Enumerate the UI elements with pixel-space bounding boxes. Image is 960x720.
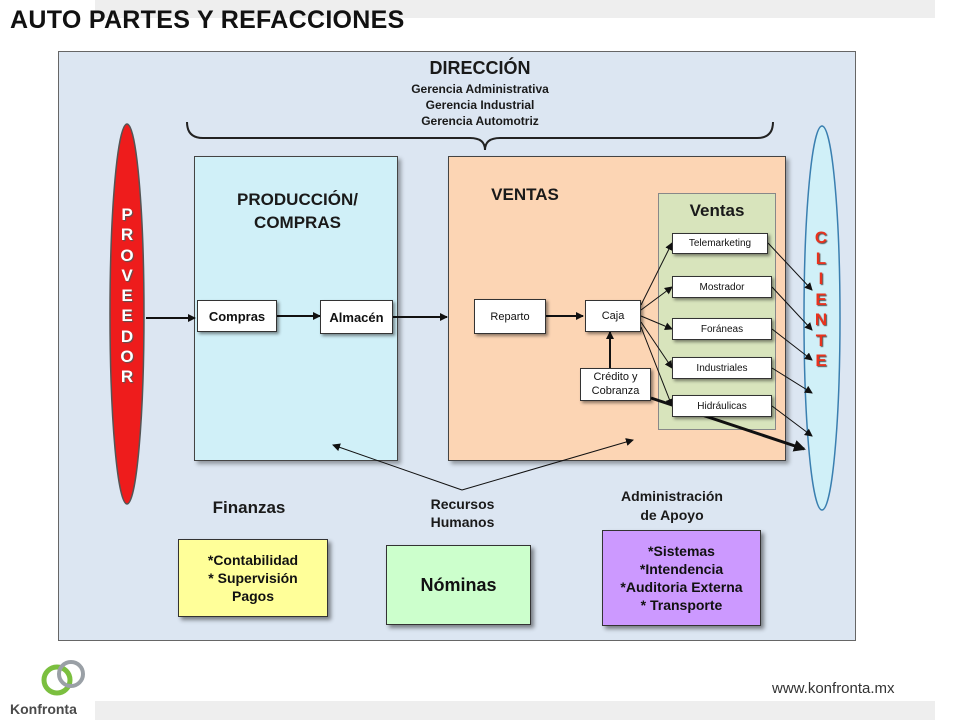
arrow-caja-channel	[640, 326, 674, 407]
ventas-subpanel	[658, 193, 776, 430]
proveedor-letter: O	[120, 245, 134, 265]
cliente-letter: L	[815, 248, 827, 268]
direccion-line: Gerencia Industrial	[425, 98, 535, 112]
finanzas-line: * Supervisión	[208, 569, 298, 586]
finanzas-box: *Contabilidad * Supervisión Pagos	[178, 539, 328, 617]
channel-industriales: Industriales	[672, 357, 772, 379]
page-title: AUTO PARTES Y REFACCIONES	[10, 6, 405, 34]
reparto-box: Reparto	[474, 299, 546, 334]
arrow-caja-channel	[640, 286, 673, 311]
cliente-letter: E	[815, 289, 827, 309]
caja-box: Caja	[585, 300, 641, 332]
arrow-channel-cliente	[771, 286, 813, 331]
arrow-rrhh-ventas	[461, 438, 634, 491]
cliente-letter: T	[815, 330, 827, 350]
proveedor-letter: P	[121, 205, 133, 224]
almacen-box: Almacén	[320, 300, 393, 334]
direccion-brace	[186, 121, 774, 151]
direccion-title: DIRECCIÓN	[429, 58, 531, 78]
proveedor-letter: V	[121, 265, 133, 285]
direccion-line: Gerencia Administrativa	[411, 82, 549, 96]
channel-hidraulicas: Hidráulicas	[672, 395, 772, 417]
apoyo-line: * Transporte	[640, 597, 723, 614]
arrow-channel-cliente	[771, 328, 813, 361]
rrhh-label: Recursos	[430, 496, 495, 512]
finanzas-line: *Contabilidad	[207, 551, 299, 568]
arrow-caja-channel	[640, 242, 673, 306]
channel-telemarketing: Telemarketing	[672, 233, 768, 254]
apoyo-title: Administración	[621, 488, 723, 504]
proveedor-letter: R	[120, 225, 134, 245]
arrow-rrhh-produccion	[332, 443, 463, 491]
proveedor-letter: E	[121, 306, 133, 326]
apoyo-line: *Sistemas	[648, 542, 715, 559]
produccion-title: COMPRAS	[254, 213, 341, 232]
credito-cobranza-box: Crédito y Cobranza	[580, 368, 651, 401]
produccion-title: PRODUCCIÓN/	[237, 190, 358, 209]
cliente-letter: C	[814, 228, 828, 247]
konfronta-logo-text: Konfronta	[10, 701, 77, 717]
arrow-caja-channel	[640, 321, 673, 369]
proveedor-letter: O	[120, 347, 134, 367]
cliente-ellipse	[803, 125, 841, 511]
top-bar	[95, 0, 935, 18]
apoyo-line: *Intendencia	[639, 560, 724, 577]
apoyo-title: de Apoyo	[640, 507, 704, 523]
bottom-bar	[95, 701, 935, 720]
cliente-letter: E	[815, 351, 827, 370]
proveedor-letters: P R O V E E D O R	[112, 205, 142, 388]
arrow-caja-channel	[640, 315, 673, 330]
apoyo-line: *Auditoria Externa	[620, 579, 743, 595]
channel-mostrador: Mostrador	[672, 276, 772, 298]
channel-foraneas: Foráneas	[672, 318, 772, 340]
direccion-line: Gerencia Automotriz	[421, 114, 539, 128]
cliente-letter: I	[818, 269, 824, 288]
arrow-channel-cliente	[771, 405, 813, 437]
footer-url[interactable]: www.konfronta.mx	[772, 680, 895, 697]
arrow-channel-cliente	[767, 242, 813, 291]
arrow-channel-cliente	[771, 367, 813, 394]
proveedor-letter: D	[120, 326, 134, 346]
ventas-title: VENTAS	[491, 185, 559, 204]
nominas-box: Nóminas	[386, 545, 531, 625]
proveedor-letter: E	[121, 286, 133, 306]
proveedor-letter: R	[120, 367, 134, 387]
ventas-subpanel-title: Ventas	[689, 201, 745, 220]
credito-label: Crédito y	[593, 371, 638, 384]
finanzas-title: Finanzas	[212, 498, 286, 517]
finanzas-line: Pagos	[231, 588, 274, 605]
apoyo-box: *Sistemas *Intendencia *Auditoria Extern…	[602, 530, 761, 626]
proveedor-ellipse	[109, 123, 145, 505]
rrhh-label: Humanos	[430, 514, 495, 530]
cliente-letter: N	[814, 310, 828, 329]
konfronta-logo-icon	[41, 660, 85, 696]
cliente-letters: C L I E N T E	[806, 228, 836, 372]
compras-box: Compras	[197, 300, 277, 332]
cobranza-label: Cobranza	[591, 384, 640, 397]
